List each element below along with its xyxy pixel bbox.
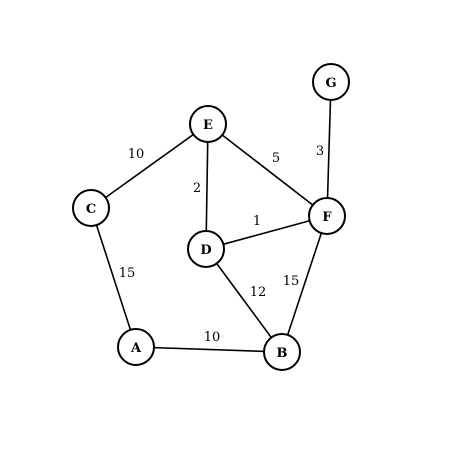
node-b-circle [263,333,301,371]
node-c: C [72,189,110,227]
node-a-label: A [130,341,142,356]
node-e: E [189,105,227,143]
edge-f-b [281,215,328,353]
node-g-circle [312,63,350,101]
edge-a-b [135,346,283,353]
edge-weight-c-e: 10 [128,147,145,162]
edge-weight-e-f: 5 [272,151,280,166]
edge-d-f [205,215,328,250]
node-c-label: C [86,202,96,217]
node-g-label: G [325,76,336,91]
edge-e-d [205,123,209,250]
edge-weight-layer: 10 15 10 2 5 1 12 15 3 [119,144,324,345]
node-e-circle [189,105,227,143]
edge-weight-g-f: 3 [316,144,324,159]
node-a: A [117,328,155,366]
node-g: G [312,63,350,101]
edge-weight-e-d: 2 [193,181,201,196]
node-f: F [308,197,346,235]
edge-a-c [90,207,137,348]
edge-weight-d-f: 1 [253,214,261,229]
node-c-circle [72,189,110,227]
edge-weight-d-b: 12 [250,285,267,300]
node-a-circle [117,328,155,366]
edge-layer [90,81,332,353]
node-d-circle [187,230,225,268]
edge-d-b [205,248,283,353]
edge-g-f [326,81,332,217]
node-e-label: E [203,118,213,133]
node-d-label: D [200,243,211,258]
edge-e-f [207,123,328,217]
node-d: D [187,230,225,268]
node-b: B [263,333,301,371]
node-f-label: F [322,210,332,225]
node-f-circle [308,197,346,235]
edge-c-e [90,123,209,209]
node-b-label: B [277,346,288,361]
edge-weight-a-c: 15 [119,266,136,281]
edge-weight-f-b: 15 [283,274,300,289]
edge-weight-a-b: 10 [204,330,221,345]
node-layer: A B C D E F G [72,63,350,371]
